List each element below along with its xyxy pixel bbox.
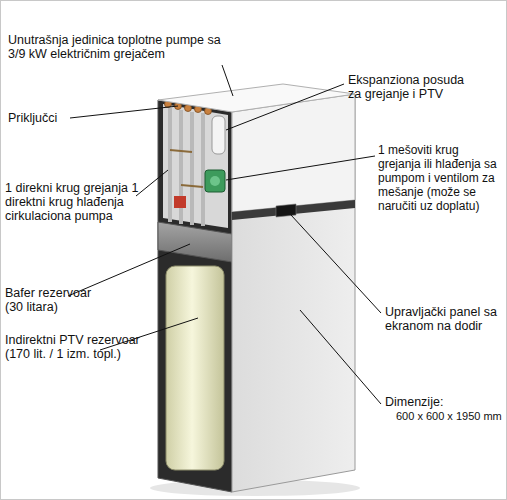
upper-panel xyxy=(232,94,355,212)
callout-label: Priključci xyxy=(8,111,98,125)
pipe-bends xyxy=(170,150,203,187)
callout-label: 1 mešoviti krug grejanja ili hlađenja sa… xyxy=(378,143,503,213)
callout-label: Ekspanziona posuda za grejanje i PTV xyxy=(348,73,474,101)
callout-label: Upravljački panel sa ekranom na dodir xyxy=(385,305,503,333)
cutaway-interior xyxy=(158,100,232,492)
callout-label: 600 x 600 x 1950 mm xyxy=(396,409,502,423)
buffer-tank xyxy=(158,222,232,262)
callout-label: 1 direkni krug grejanja 1 direktni krug … xyxy=(5,181,155,223)
pipes xyxy=(170,108,203,226)
top-face xyxy=(158,84,355,112)
callout-label: Bafer rezervoar (30 litara) xyxy=(5,286,110,314)
control-panel xyxy=(276,204,296,217)
mixing-pump xyxy=(205,170,225,192)
callout-label: Dimenzije: xyxy=(385,395,495,409)
valve xyxy=(174,196,186,208)
module-interior xyxy=(163,104,228,228)
side-panel xyxy=(232,94,355,492)
dhw-tank xyxy=(166,266,224,470)
callout-label: Unutrašnja jedinica toplotne pumpe sa 3/… xyxy=(8,33,240,61)
expansion-vessel xyxy=(212,116,225,154)
pump-head xyxy=(210,176,220,186)
callout-label: Indirektni PTV rezervoar (170 lit. / 1 i… xyxy=(5,333,163,361)
